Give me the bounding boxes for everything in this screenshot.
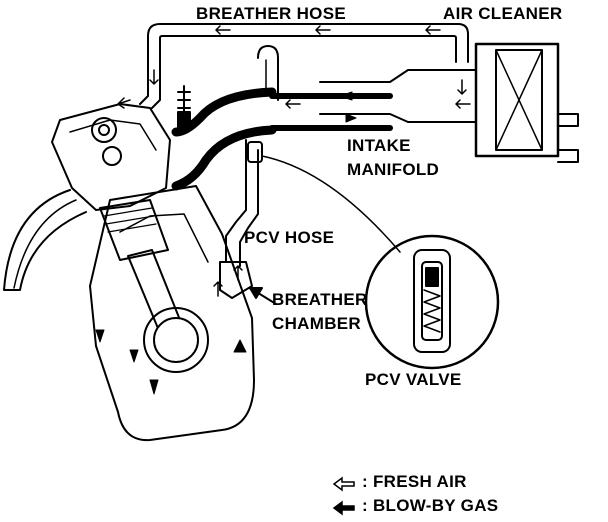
intake-hose-dark-lower	[171, 125, 277, 191]
intake-hose-dark-upper	[171, 87, 277, 137]
label-intake-line1: INTAKE	[347, 136, 411, 155]
valve-cover-detail	[69, 119, 157, 151]
pcv-valve-circle	[364, 234, 500, 370]
blow-by-arrow-icon	[332, 500, 355, 516]
crankshaft	[143, 307, 209, 373]
air-cleaner-box	[474, 42, 560, 158]
cylinder-wall	[119, 213, 209, 263]
pcv-hose-inner	[239, 149, 259, 267]
pcv-hose	[225, 139, 247, 263]
engine-block	[89, 185, 255, 442]
legend: : FRESH AIR : BLOW-BY GAS	[332, 470, 592, 520]
air-cleaner-filter-x	[495, 49, 543, 151]
label-intake-line2: MANIFOLD	[347, 160, 440, 179]
pcv-valve-plunger	[425, 267, 439, 287]
legend-blow-by-gas: : BLOW-BY GAS	[362, 496, 499, 515]
pcv-valve-body	[413, 249, 451, 353]
rocker	[102, 146, 122, 166]
air-cleaner-outlet	[557, 149, 579, 163]
exhaust-manifold-inner	[13, 199, 77, 289]
fresh-air-arrows	[117, 25, 471, 297]
camshaft	[91, 117, 117, 143]
exhaust-manifold	[3, 189, 87, 291]
label-breather-line1: BREATHER	[272, 290, 368, 309]
legend-fresh-air: : FRESH AIR	[362, 472, 467, 491]
label-breather-line2: CHAMBER	[272, 314, 361, 333]
intake-duct-upper	[319, 69, 477, 83]
fresh-air-arrow-icon	[332, 476, 355, 492]
label-pcv-valve: PCV VALVE	[365, 370, 462, 389]
pcv-valve-in-line	[247, 141, 263, 163]
spark-plug-cap	[177, 111, 191, 129]
piston-rings	[103, 207, 157, 233]
air-cleaner-element	[495, 49, 543, 151]
blow-by-arrows	[95, 91, 357, 395]
pcv-valve-core	[421, 261, 443, 341]
breather-hose-inner	[151, 35, 457, 109]
pcv-valve-spring	[423, 289, 441, 333]
intake-duct-lower	[319, 113, 477, 123]
label-air-cleaner: AIR CLEANER	[443, 4, 563, 23]
breather-chamber-body	[219, 261, 253, 299]
breather-hose	[139, 23, 469, 105]
breather-chamber-pointer-head	[249, 287, 263, 299]
label-breather-hose: BREATHER HOSE	[196, 4, 346, 23]
pcv-leader-line	[261, 155, 401, 253]
spark-plug	[177, 85, 191, 127]
cylinder-head	[51, 103, 171, 211]
piston	[99, 199, 169, 261]
air-cleaner-inlet	[557, 113, 579, 127]
label-pcv-hose: PCV HOSE	[244, 228, 335, 247]
intake-manifold-tube	[257, 45, 279, 101]
camshaft-inner	[98, 124, 110, 136]
crankshaft-center	[153, 317, 199, 363]
